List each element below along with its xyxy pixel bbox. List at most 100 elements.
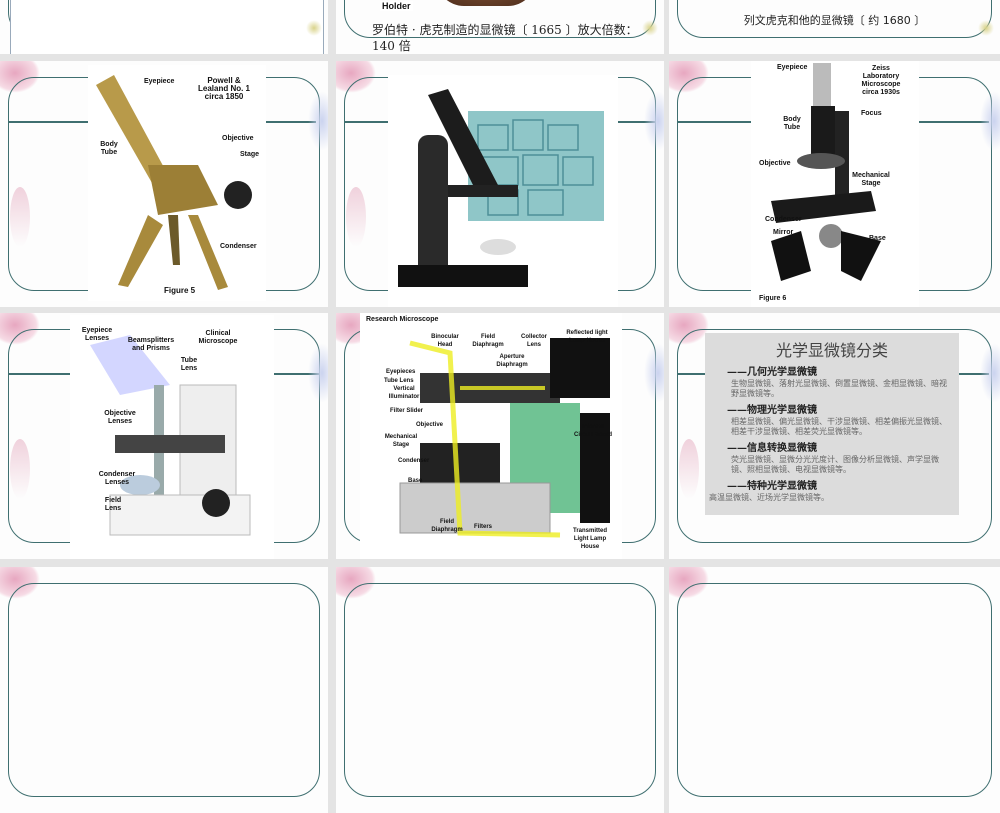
slide-thumbnail-8[interactable]: Research Microscope Binocular Head Field… — [336, 313, 664, 559]
section-text: 相差显微镜、偏光显微镜、干涉显微镜、相差偏振光显微镜、相差干涉显微镜、相差荧光显… — [731, 417, 947, 436]
label-beamsplitters: Beamsplitters and Prisms — [127, 337, 175, 352]
flower-decoration — [642, 20, 658, 36]
leaf-decoration — [10, 439, 30, 499]
slide-caption: 罗伯特 · 虎克制造的显微镜〔 1665 〕放大倍数：140 倍 — [372, 23, 638, 53]
section-text: 生物显微镜、落射光显微镜、倒置显微镜、金相显微镜、暗视野显微镜等。 — [731, 379, 947, 398]
divider — [270, 373, 320, 375]
leaf-decoration — [308, 343, 328, 403]
slide-thumbnail-7[interactable]: Eyepiece Lenses Beamsplitters and Prisms… — [0, 313, 328, 559]
divider — [616, 121, 656, 123]
slide-thumbnail-6[interactable]: Eyepiece Zeiss Laboratory Microscope cir… — [669, 61, 1000, 307]
label-circuit-board: Internal Circuit Board — [574, 424, 613, 438]
figure-caption: Figure 5 — [164, 286, 196, 295]
slide-frame — [677, 583, 992, 797]
label-mechanical-stage: Mechanical Stage — [852, 172, 890, 187]
leaf-decoration — [346, 187, 366, 247]
box-title: 光学显微镜分类 — [775, 341, 888, 360]
label-binocular-head: Binocular Head — [431, 334, 459, 348]
slide-thumbnail-1[interactable] — [0, 0, 328, 54]
label-transmitted-lamp-house: Transmitted Light Lamp House — [572, 528, 607, 550]
label-field-lens: Field Lens — [104, 497, 122, 512]
slide-frame — [344, 583, 656, 797]
label-tube-lens: Tube Lens — [180, 357, 198, 372]
label-reflected-lamp-house: Reflected light Lamp House — [566, 330, 608, 344]
section-heading: ——几何光学显微镜 — [727, 367, 817, 378]
label-eyepiece: Eyepiece — [144, 78, 175, 85]
divider — [344, 121, 394, 123]
label-condenser: Condenser — [398, 458, 430, 464]
label-title: Clinical Microscope — [198, 330, 238, 345]
label-body-tube: Body Tube — [783, 116, 801, 131]
label-objective: Objective — [759, 160, 791, 167]
microscope-with-cells-illustration — [398, 89, 604, 287]
brass-microscope-illustration — [96, 75, 252, 290]
classification-box: 光学显微镜分类 ——几何光学显微镜 生物显微镜、落射光显微镜、倒置显微镜、金相显… — [705, 333, 959, 515]
divider — [8, 373, 78, 375]
label-tube-lens: Tube Lens — [384, 378, 414, 384]
label-eyepieces: Eyepieces — [386, 369, 416, 375]
divider — [8, 121, 88, 123]
slide-thumbnail-5[interactable] — [336, 61, 664, 307]
divider — [677, 121, 757, 123]
leaf-decoration — [10, 187, 30, 247]
label-objective: Objective — [416, 422, 444, 428]
microscope-photo — [388, 75, 618, 307]
label-field-diaphragm: Field Diaphragm — [472, 334, 504, 348]
label-mechanical-stage: Mechanical Stage — [384, 434, 418, 448]
slide-thumbnail-3[interactable]: 列文虎克和他的显微镜〔 约 1680 〕 — [669, 0, 1000, 54]
slide-thumbnail-12[interactable] — [669, 567, 1000, 813]
divider — [959, 373, 989, 375]
label-stage: Stage — [240, 151, 260, 158]
content-box — [10, 0, 324, 54]
zeiss-microscope-illustration — [771, 63, 881, 281]
label-mirror: Mirror — [773, 229, 794, 236]
slide-caption: 列文虎克和他的显微镜〔 约 1680 〕 — [743, 14, 926, 27]
slide-frame — [677, 329, 992, 543]
label-objective: Objective — [222, 135, 254, 142]
label-condenser-lenses: Condenser Lenses — [98, 471, 136, 486]
label-base: Base — [408, 478, 423, 484]
microscope-image: Eyepiece Lenses Beamsplitters and Prisms… — [70, 315, 274, 559]
leaf-decoration — [980, 343, 1000, 403]
label-focus: Focus — [861, 110, 882, 117]
microscope-image: Eyepiece Powell & Lealand No. 1 circa 18… — [88, 65, 266, 301]
leaf-decoration — [644, 91, 664, 151]
slide-thumbnail-11[interactable] — [336, 567, 664, 813]
microscope-image — [436, 0, 536, 6]
section-text: 荧光显微镜、显微分光光度计、图像分析显微镜、声学显微镜、照相显微镜、电视显微镜等… — [731, 455, 939, 474]
section-heading: ——信息转换显微镜 — [727, 443, 817, 454]
label-aperture-diaphragm: Aperture Diaphragm — [496, 354, 528, 368]
microscope-image: Eyepiece Zeiss Laboratory Microscope cir… — [751, 61, 919, 307]
section-text: 高温显微镜、近场光学显微镜等。 — [709, 493, 829, 502]
label-body-tube: Body Tube — [100, 141, 118, 156]
slide-thumbnail-4[interactable]: Eyepiece Powell & Lealand No. 1 circa 18… — [0, 61, 328, 307]
label-title: Research Microscope — [366, 316, 439, 323]
clinical-microscope-illustration — [90, 335, 251, 536]
label-base: Base — [869, 235, 886, 242]
slide-thumbnail-2[interactable]: Holder 罗伯特 · 虎克制造的显微镜〔 1665 〕放大倍数：140 倍 — [336, 0, 664, 54]
leaf-decoration — [308, 91, 328, 151]
label-eyepiece-lenses: Eyepiece Lenses — [81, 327, 113, 342]
label-objective-lenses: Objective Lenses — [104, 410, 136, 425]
holder-label: Holder — [380, 1, 413, 11]
divider — [677, 373, 707, 375]
label-title: Zeiss Laboratory Microscope circa 1930s — [861, 65, 901, 96]
label-collector-lens: Collector Lens — [520, 334, 547, 348]
flower-decoration — [978, 20, 994, 36]
label-filter-slider: Filter Slider — [390, 408, 424, 414]
slide-thumbnail-9[interactable]: 光学显微镜分类 ——几何光学显微镜 生物显微镜、落射光显微镜、倒置显微镜、金相显… — [669, 313, 1000, 559]
leaf-decoration — [679, 439, 699, 499]
slide-thumbnail-10[interactable] — [0, 567, 328, 813]
label-filters: Filters — [474, 524, 493, 530]
divider — [919, 121, 989, 123]
divider — [266, 121, 316, 123]
flower-decoration — [306, 20, 322, 36]
label-condenser: Condenser — [765, 216, 802, 223]
label-eyepiece: Eyepiece — [777, 64, 808, 71]
label-field-diaphragm-2: Field Diaphragm — [431, 519, 463, 533]
label-title: Powell & Lealand No. 1 circa 1850 — [197, 76, 250, 101]
slide-frame — [8, 583, 320, 797]
leaf-decoration — [980, 91, 1000, 151]
section-heading: ——特种光学显微镜 — [727, 481, 817, 492]
label-condenser: Condenser — [220, 243, 257, 250]
